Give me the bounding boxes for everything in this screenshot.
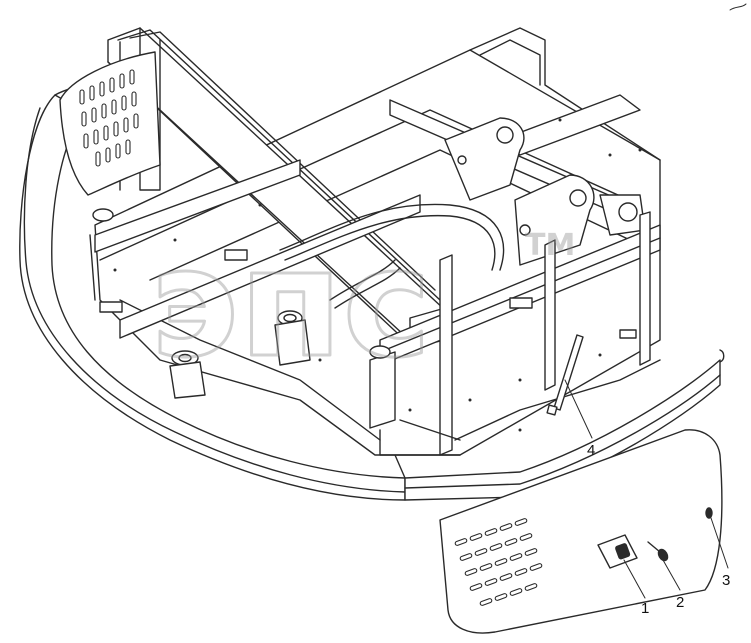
watermark-text: эпс [150,217,431,391]
part-1-latch [597,534,638,569]
callout-1: 1 [641,600,649,617]
cover-plate [439,429,723,634]
watermark: эпс TM [149,216,576,393]
part-4-rod [546,334,584,416]
perforated-panel [59,51,161,196]
callout-3: 3 [722,572,730,589]
hoses [279,203,505,309]
bottom-mounts [92,208,637,399]
callout-2: 2 [676,594,684,611]
part-3-plug [705,507,713,519]
part-2-pin [647,541,669,562]
callout-4: 4 [587,442,595,459]
bolt-holes [113,118,642,432]
leader-lines [564,379,729,599]
mounting-bracket [444,117,646,266]
watermark-trademark: TM [525,228,575,263]
corner-mark [729,3,747,11]
vertical-posts [369,211,661,456]
callout-labels: 1 2 3 4 [587,442,730,617]
